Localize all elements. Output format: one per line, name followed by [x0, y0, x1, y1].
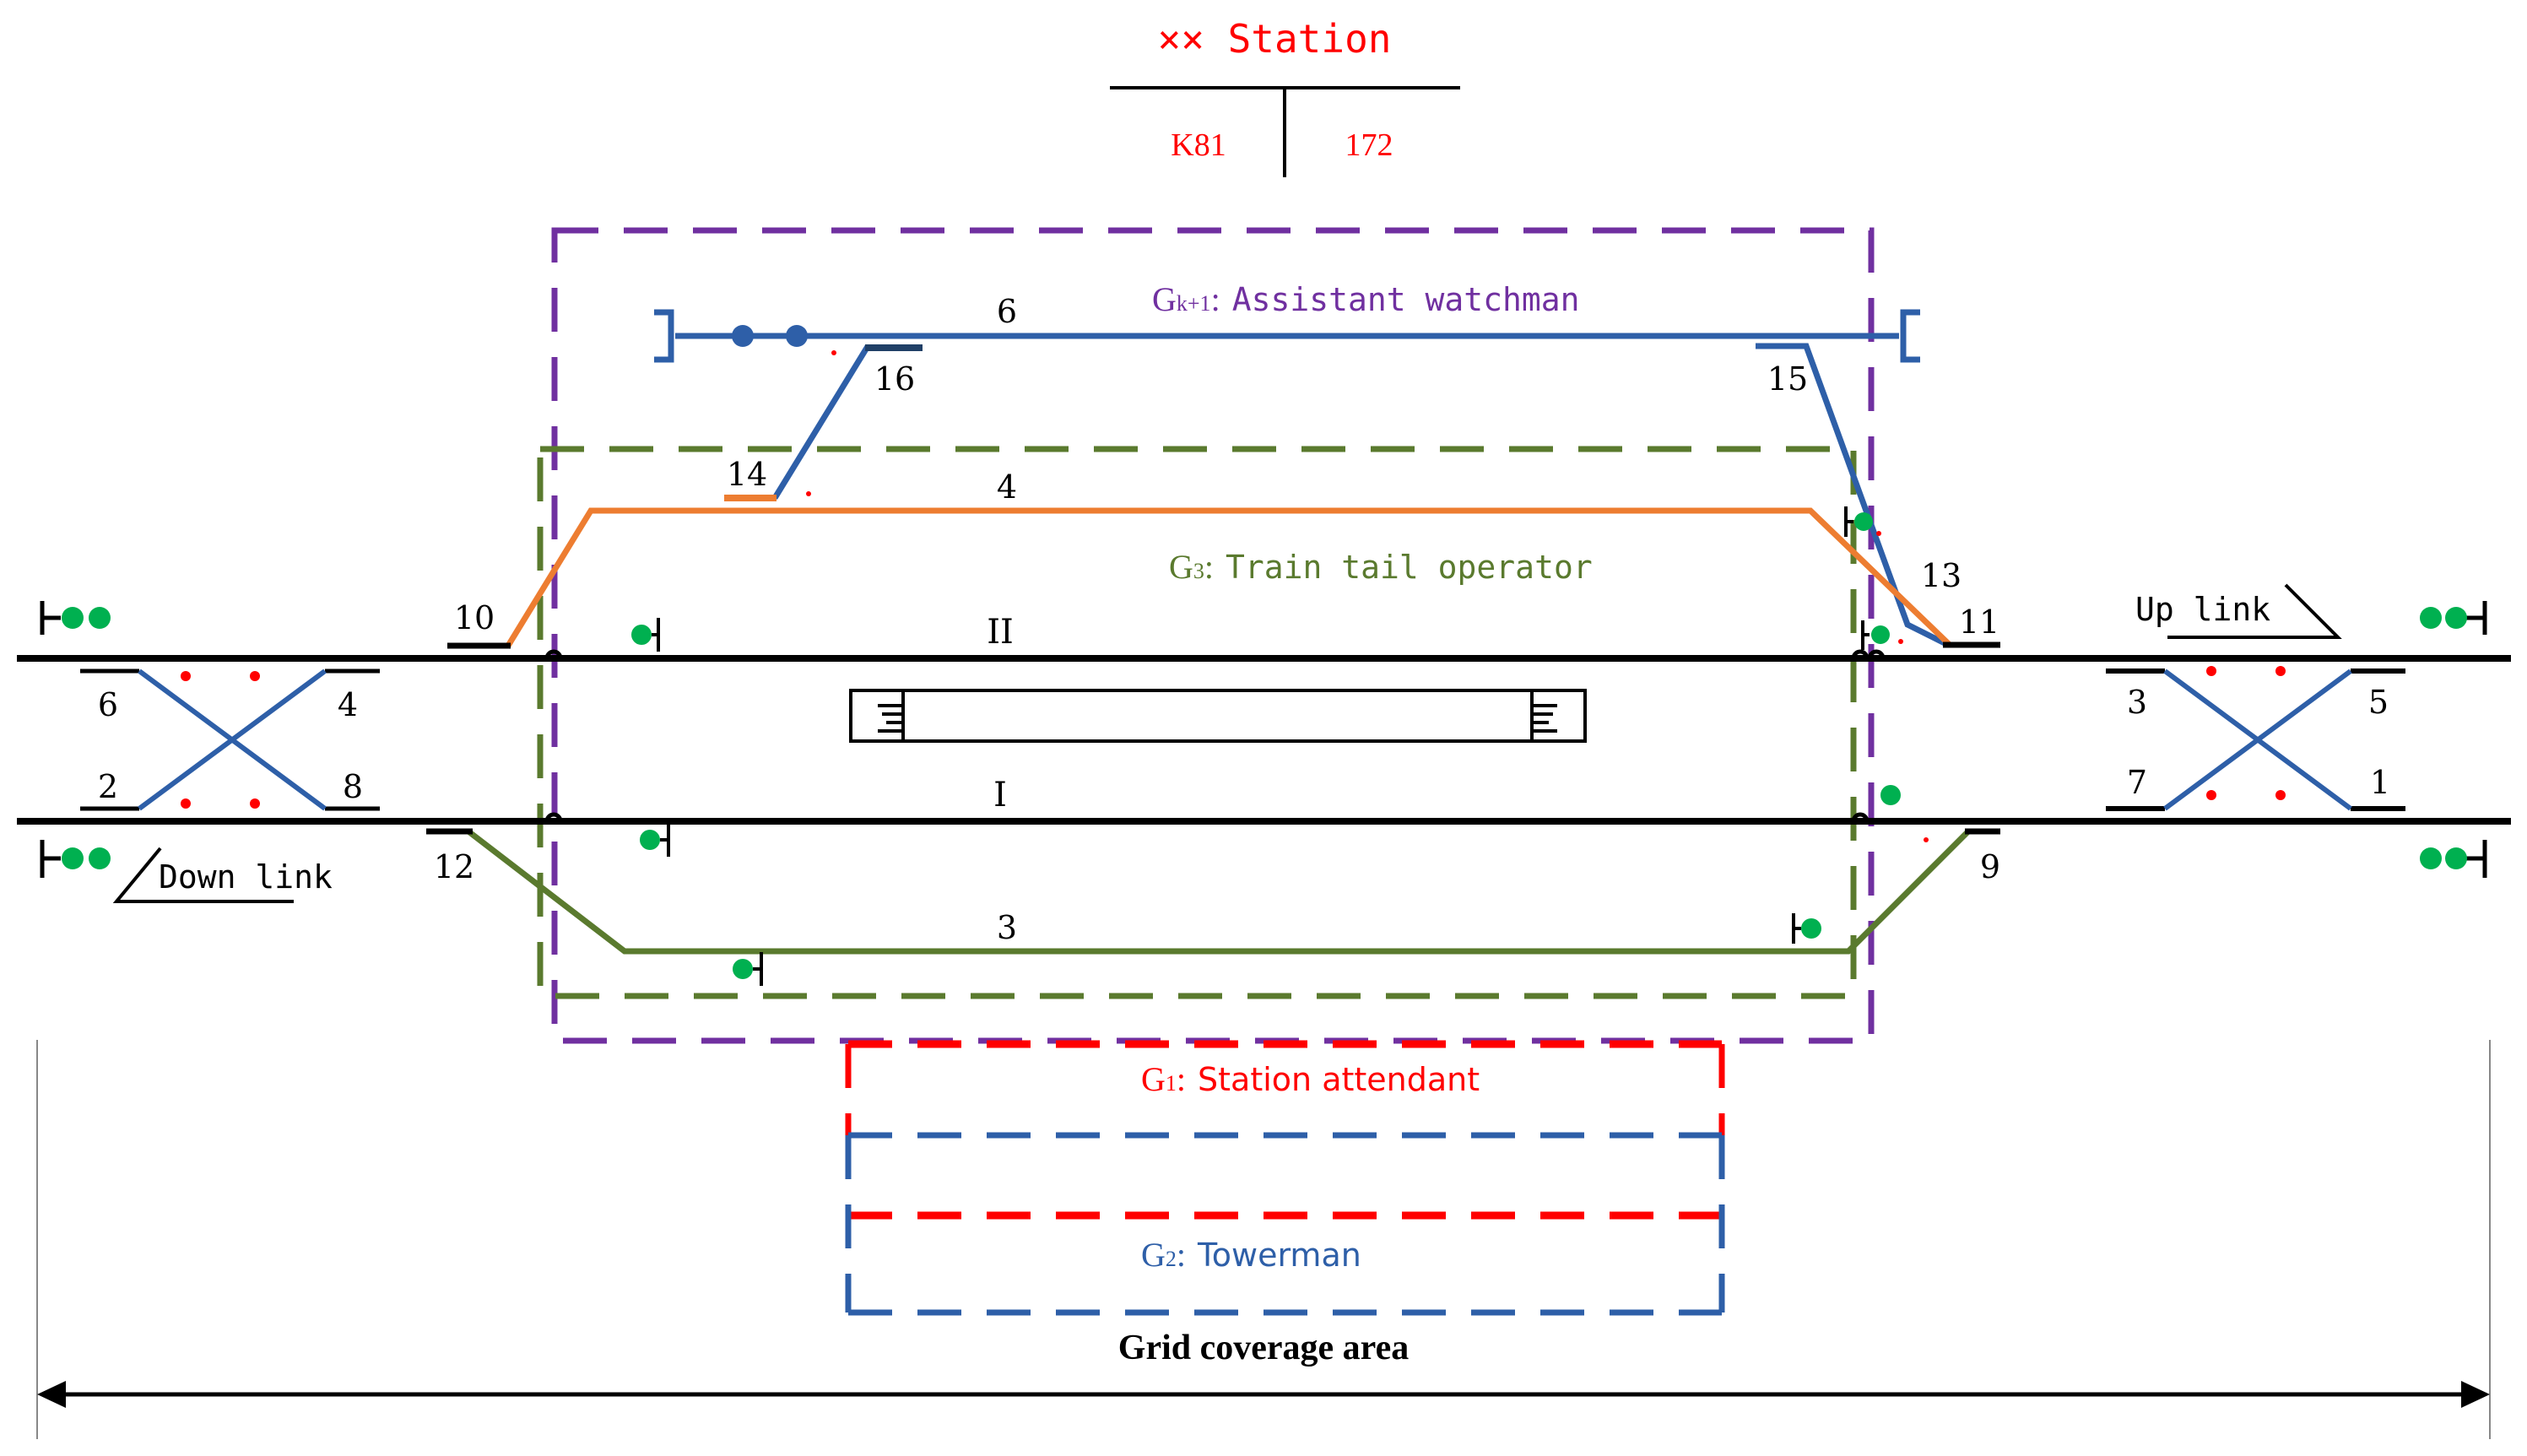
track-II-label: II [987, 613, 1014, 652]
track-4-label: 4 [997, 468, 1017, 506]
signal-4-right [1844, 506, 1873, 537]
signal-left-down [40, 840, 111, 878]
platform [849, 689, 1587, 743]
track-6-node-a [732, 325, 754, 347]
group-gk1-label: Gk+1:Assistant watchman [1152, 280, 1580, 318]
switch-label-7: 7 [2127, 764, 2147, 801]
switch-16-bar [865, 344, 923, 351]
switch-label-15: 15 [1767, 360, 1808, 398]
group-g3-boundary [537, 446, 1857, 999]
red-markers [806, 350, 1929, 842]
coverage-label: Grid coverage area [1118, 1329, 1409, 1367]
switch-label-8: 8 [343, 768, 363, 805]
track-6-node-b [786, 325, 808, 347]
group-g1-label: G1:Station attendant [1141, 1060, 1480, 1098]
group-g2-boundary [845, 1132, 1725, 1316]
left-crossover [80, 668, 380, 811]
station-title: ×× Station [1158, 16, 1392, 62]
down-link-indicator: Down link [112, 847, 333, 903]
km-right-label: 172 [1345, 127, 1393, 163]
switch-label-14: 14 [727, 456, 767, 493]
group-g3-label: G3:Train tail operator [1169, 548, 1593, 586]
switch-label-12: 12 [434, 848, 474, 885]
track-I-label: I [993, 776, 1007, 815]
switch-label-5: 5 [2368, 684, 2389, 721]
signal-I-right [1880, 785, 1901, 805]
signal-3-left [733, 952, 763, 986]
insulated-joints [544, 649, 1886, 822]
switch-label-3: 3 [2127, 684, 2147, 721]
signal-II-left [631, 618, 660, 652]
track-6-label: 6 [997, 293, 1017, 330]
switch-label-6: 6 [98, 686, 118, 723]
signal-3-right [1792, 913, 1821, 944]
up-link-label: Up link [2135, 591, 2270, 628]
km-left-label: K81 [1171, 127, 1226, 163]
coverage-indicator: Grid coverage area [36, 1040, 2491, 1439]
track-6 [654, 309, 1950, 648]
signal-I-left [640, 823, 670, 857]
group-g2-label: G2:Towerman [1141, 1236, 1361, 1274]
switch-label-1: 1 [2370, 764, 2390, 801]
signal-II-right [1861, 620, 1890, 650]
switch-labels: 6 4 2 8 10 12 14 16 15 13 11 9 3 5 7 1 [98, 360, 2390, 885]
coverage-arrow-left-icon [37, 1381, 66, 1408]
signals [40, 506, 2487, 986]
switch-label-9: 9 [1980, 848, 2000, 885]
coverage-arrow-right-icon [2461, 1381, 2490, 1408]
track-3-label: 3 [997, 909, 1017, 946]
track-4 [506, 507, 1952, 647]
signal-right-down [2420, 840, 2487, 878]
up-link-indicator: Up link [2135, 583, 2342, 639]
group-gk1-boundary [551, 227, 1875, 1044]
switch-label-13: 13 [1921, 557, 1962, 594]
main-tracks [17, 655, 2511, 825]
signal-left-up [40, 601, 111, 635]
down-link-label: Down link [159, 858, 333, 896]
station-header: ×× Station K81 172 [1110, 16, 1460, 177]
switch-label-2: 2 [98, 768, 118, 805]
signal-right-up [2420, 601, 2487, 635]
track-3 [466, 829, 1971, 955]
switch-label-10: 10 [454, 599, 495, 636]
switch-label-11: 11 [1959, 604, 1999, 641]
switch-bars [426, 641, 2000, 835]
right-crossover [2106, 666, 2405, 811]
switch-label-16: 16 [874, 360, 915, 398]
group-g1-boundary [845, 1040, 1725, 1220]
switch-label-4: 4 [338, 686, 358, 723]
